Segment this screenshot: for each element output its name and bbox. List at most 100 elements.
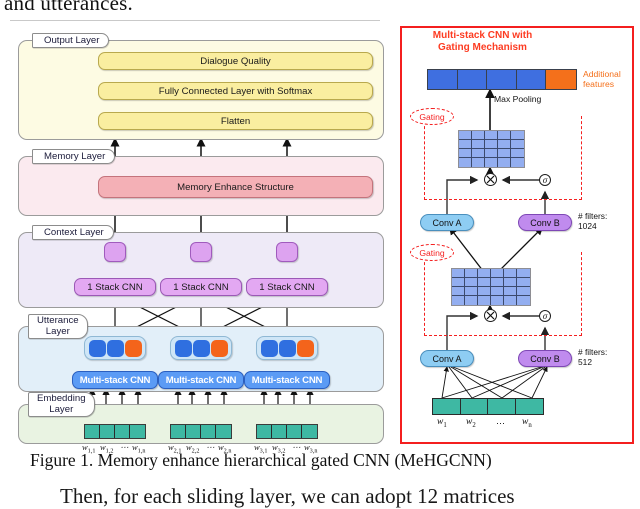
word-sub: 1,1 <box>87 447 96 455</box>
utterance-node-group-1 <box>84 336 146 360</box>
right-panel-multistack-cnn: Multi-stack CNN with Gating Mechanism <box>400 26 634 444</box>
word-base: ⋯ <box>292 442 301 452</box>
word-base: w <box>522 417 529 427</box>
right-panel-word-ellipsis: ⋯ <box>496 418 506 428</box>
word-sub: 2,1 <box>173 447 182 455</box>
left-panel-architecture: Output Layer Dialogue Quality Fully Conn… <box>10 26 392 455</box>
utterance-dot-blue <box>278 339 296 357</box>
feature-map-cell <box>478 296 491 305</box>
figure-1: Output Layer Dialogue Quality Fully Conn… <box>10 26 634 455</box>
body-text-below: Then, for each sliding layer, we can ado… <box>60 484 515 508</box>
gating-region-bottom <box>424 252 582 336</box>
word-sub: 1,n <box>137 447 146 455</box>
feature-map-cell <box>511 131 524 140</box>
sigmoid-operator-bottom: σ <box>539 310 551 322</box>
word-label-ellipsis: ⋯ <box>292 442 301 453</box>
feature-map-row <box>459 140 524 149</box>
feature-map-cell <box>472 140 485 149</box>
feature-map-cell <box>459 140 472 149</box>
feature-map-cell <box>517 269 530 278</box>
feature-map-cell <box>472 131 485 140</box>
right-panel-word-label-1: w1 <box>437 417 447 429</box>
feature-map-cell <box>504 278 517 287</box>
feature-map-cell <box>452 296 465 305</box>
pool-cell-orange-additional <box>546 70 576 89</box>
figure-caption: Figure 1. Memory enhance hierarchical ga… <box>30 450 492 470</box>
embedding-cell <box>216 425 231 438</box>
feature-map-row <box>459 149 524 158</box>
feature-map-row <box>452 296 530 305</box>
multiply-operator-bottom <box>484 309 497 322</box>
pool-cell-blue <box>428 70 458 89</box>
word-label: w1,2 <box>100 442 113 455</box>
right-panel-title-line1: Multi-stack CNN with <box>432 30 533 41</box>
word-sub: 3,2 <box>277 447 286 455</box>
utterance-node-group-2 <box>170 336 232 360</box>
conv-a-top: Conv A <box>420 214 474 231</box>
right-panel-word-strip <box>432 398 544 415</box>
embedding-cell <box>85 425 100 438</box>
utterance-dot-orange <box>210 339 228 357</box>
block-multi-stack-cnn-1: Multi-stack CNN <box>72 371 158 389</box>
feature-map-cell <box>452 269 465 278</box>
utterance-dot-blue <box>88 339 106 357</box>
word-sub: 2 <box>472 421 476 429</box>
feature-map-cell <box>517 287 530 296</box>
max-pooling-output-bar <box>427 69 577 90</box>
word-base: ⋯ <box>120 442 129 452</box>
block-flatten: Flatten <box>98 112 373 130</box>
tab-embedding-line1: Embedding <box>37 393 86 404</box>
feature-map-cell <box>452 287 465 296</box>
embedding-cell <box>272 425 287 438</box>
feature-map-cell <box>459 158 472 167</box>
word-sub: 1 <box>443 421 447 429</box>
filters-bottom-line1: # filters: <box>578 347 608 357</box>
word-base: ⋯ <box>206 442 215 452</box>
feature-map-cell <box>485 158 498 167</box>
feature-map-cell <box>504 296 517 305</box>
sigmoid-operator-top: σ <box>539 174 551 186</box>
feature-map-cell <box>478 287 491 296</box>
feature-map-cell <box>452 278 465 287</box>
multiply-operator-top <box>484 173 497 186</box>
filters-bottom-line2: 512 <box>578 356 592 367</box>
feature-map-cell <box>485 131 498 140</box>
word-label: w2,n <box>218 442 231 455</box>
word-sub: 3,n <box>309 447 318 455</box>
embedding-strip-2 <box>170 424 232 439</box>
filters-top-line1: # filters: <box>578 211 608 221</box>
gating-region-top <box>424 116 582 200</box>
feature-map-cell <box>498 158 511 167</box>
word-label: w3,2 <box>272 442 285 455</box>
max-pooling-label: Max Pooling <box>494 94 542 104</box>
figure-top-rule <box>10 20 380 21</box>
word-sub: n <box>528 421 532 429</box>
utterance-node-group-3 <box>256 336 318 360</box>
conv-b-top: Conv B <box>518 214 572 231</box>
word-base: w <box>132 442 138 452</box>
tab-memory-layer: Memory Layer <box>32 149 116 164</box>
word-sub: 2,2 <box>191 447 200 455</box>
feature-map-cell <box>498 131 511 140</box>
right-panel-word-label-2: w2 <box>466 417 476 429</box>
word-sub: 1,2 <box>105 447 114 455</box>
word-cell <box>488 399 516 414</box>
block-multi-stack-cnn-2: Multi-stack CNN <box>158 371 244 389</box>
word-base: w <box>100 442 106 452</box>
right-panel-title: Multi-stack CNN with Gating Mechanism <box>415 30 550 53</box>
feature-map-row <box>459 131 524 140</box>
feature-map-cell <box>498 140 511 149</box>
feature-map-row <box>452 269 530 278</box>
embedding-cell <box>100 425 115 438</box>
utterance-dot-orange <box>124 339 142 357</box>
word-label-ellipsis: ⋯ <box>206 442 215 453</box>
utterance-dot-orange <box>296 339 314 357</box>
embedding-cell <box>130 425 145 438</box>
embedding-cell <box>186 425 201 438</box>
block-dialogue-quality: Dialogue Quality <box>98 52 373 70</box>
feature-map-row <box>459 158 524 167</box>
feature-map-cell <box>472 149 485 158</box>
word-base: w <box>304 442 310 452</box>
pool-cell-blue <box>487 70 517 89</box>
conv-b-bottom: Conv B <box>518 350 572 367</box>
